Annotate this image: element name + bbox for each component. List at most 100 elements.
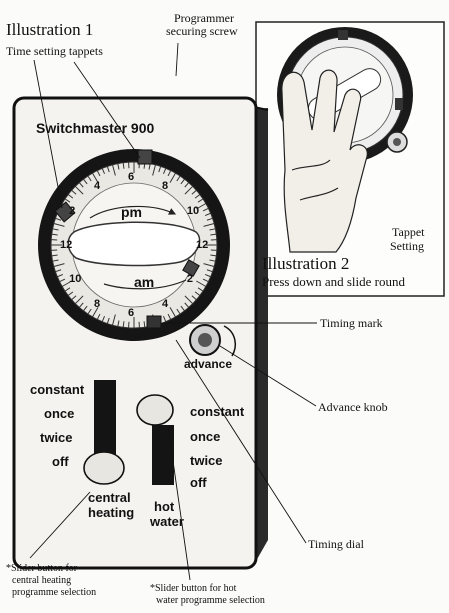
central-heating-label-1: central bbox=[88, 490, 131, 505]
dial-tick bbox=[204, 274, 211, 278]
dial-tick bbox=[197, 287, 204, 292]
dial-tick bbox=[55, 269, 62, 273]
dial-tick bbox=[78, 182, 84, 188]
dial-tick bbox=[210, 233, 217, 236]
dial-tick bbox=[196, 203, 207, 210]
footnote-left-2: central heating bbox=[12, 575, 72, 586]
dial-tick bbox=[51, 233, 58, 236]
dial-tick bbox=[57, 274, 64, 278]
ch-option-twice: twice bbox=[40, 430, 73, 445]
dial-tick bbox=[117, 320, 120, 327]
dial-tick bbox=[112, 314, 116, 326]
dial-hour-number: 10 bbox=[186, 205, 200, 217]
dial-tick bbox=[67, 291, 74, 296]
dial-tick bbox=[194, 194, 201, 199]
dial-tick bbox=[53, 263, 65, 267]
timing-mark-label: Timing mark bbox=[320, 316, 383, 330]
dial-tick bbox=[184, 295, 194, 305]
dial-tick bbox=[176, 308, 181, 315]
hot-water-slider-track bbox=[152, 425, 174, 485]
dial-hour-number: 6 bbox=[128, 171, 135, 183]
dial-tick bbox=[202, 278, 209, 283]
dial-tick bbox=[59, 278, 66, 283]
dial-tick bbox=[180, 305, 185, 312]
ch-option-off: off bbox=[52, 454, 69, 469]
dial-tick bbox=[163, 315, 167, 322]
dial-hour-number: 6 bbox=[128, 307, 135, 319]
footnote-left-3: programme selection bbox=[12, 587, 97, 598]
dial-tick bbox=[92, 307, 99, 318]
leader-lines bbox=[29, 42, 317, 581]
central-heating-slider-track bbox=[94, 380, 116, 472]
dial-hour-number: 12 bbox=[60, 239, 73, 251]
dial-tick bbox=[210, 254, 217, 257]
dial-tick bbox=[96, 170, 101, 177]
illustration2-title: Illustration 2 bbox=[262, 254, 350, 273]
footnote-right-1: *Slider button for hot bbox=[150, 583, 237, 594]
dial-tick bbox=[180, 178, 185, 185]
dial-tick bbox=[209, 259, 216, 262]
brand-label: Switchmaster 900 bbox=[36, 120, 155, 136]
hot-water-label-2: water bbox=[150, 514, 184, 529]
ch-option-once: once bbox=[44, 406, 75, 421]
dial-tick bbox=[143, 321, 146, 328]
dial-tick bbox=[87, 308, 92, 315]
time-setting-tappets-label: Time setting tappets bbox=[6, 44, 103, 58]
hand-drawing bbox=[281, 69, 368, 253]
dial-tick bbox=[191, 295, 197, 301]
dial-tick bbox=[122, 321, 125, 328]
dial-tick bbox=[78, 302, 84, 308]
illustration2-caption: Press down and slide round bbox=[262, 274, 405, 289]
dial-tick bbox=[101, 315, 105, 322]
dial-tick bbox=[184, 302, 190, 308]
dial-tick bbox=[106, 317, 110, 324]
dial-tick bbox=[191, 189, 197, 195]
dial-tick bbox=[117, 163, 120, 170]
dial-tick bbox=[206, 217, 213, 221]
dial-tick bbox=[74, 295, 84, 305]
tappet-setting-label-2: Setting bbox=[390, 239, 425, 253]
dial-hour-number: 2 bbox=[186, 273, 193, 285]
dial-tick bbox=[52, 228, 59, 231]
dial-tick bbox=[167, 313, 172, 320]
dial-tick bbox=[194, 291, 201, 296]
dial-tick bbox=[71, 189, 77, 195]
dial-tick bbox=[197, 198, 204, 203]
central-heating-slider-button bbox=[83, 451, 125, 485]
dial-tick bbox=[196, 280, 207, 287]
hw-option-once: once bbox=[190, 429, 221, 444]
dial-tick bbox=[67, 194, 74, 199]
hot-water-label-1: hot bbox=[154, 499, 175, 514]
hot-water-slider-button bbox=[136, 394, 174, 426]
dial-tick bbox=[51, 254, 58, 257]
footnote-left-1: *Slider button for bbox=[6, 563, 78, 574]
dial-hour-number: 10 bbox=[69, 273, 82, 285]
dial-tick bbox=[74, 185, 84, 195]
footnote-right-2: water programme selection bbox=[156, 595, 265, 606]
dial-tick bbox=[158, 166, 162, 173]
programmer-screw-label-2: securing screw bbox=[166, 24, 238, 38]
dial-tick bbox=[87, 175, 92, 182]
dial-tick bbox=[55, 217, 62, 221]
hw-option-off: off bbox=[190, 475, 207, 490]
dial-tick bbox=[163, 168, 167, 175]
dial-tick bbox=[92, 172, 99, 183]
dial-tick bbox=[122, 162, 125, 169]
dial-hour-number: 12 bbox=[196, 239, 209, 251]
timing-dial-label: Timing dial bbox=[308, 537, 364, 551]
dial-tick bbox=[106, 166, 110, 173]
dial-tick bbox=[167, 170, 172, 177]
dial-tick bbox=[184, 182, 190, 188]
advance-knob-label: Advance knob bbox=[318, 400, 388, 414]
dial-hour-number: 2 bbox=[69, 205, 76, 217]
dial-hour-number: 8 bbox=[94, 297, 101, 310]
advance-label: advance bbox=[184, 357, 233, 371]
dial-tick bbox=[204, 212, 211, 216]
dial-hour-number: 4 bbox=[162, 297, 169, 310]
dial-tick bbox=[96, 313, 101, 320]
dial-tick bbox=[176, 175, 181, 182]
programmer-screw-label-1: Programmer bbox=[174, 11, 234, 25]
dial-tick bbox=[152, 164, 156, 176]
dial-tick bbox=[83, 305, 88, 312]
